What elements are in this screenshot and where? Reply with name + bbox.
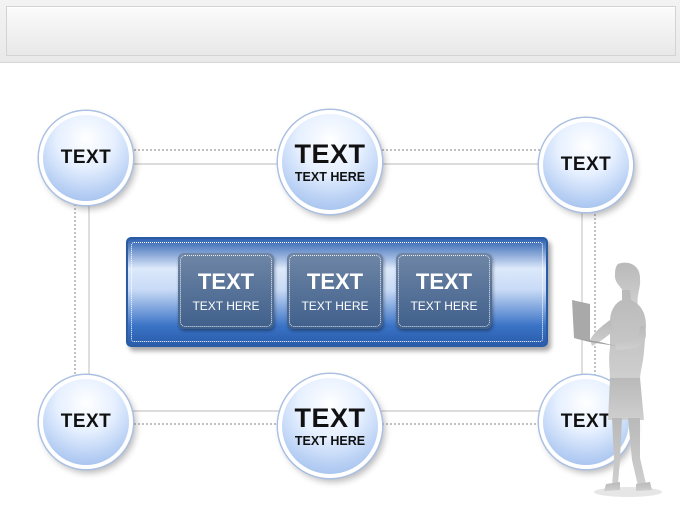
box-subtitle: TEXT HERE xyxy=(192,299,260,313)
box-dotted-border xyxy=(289,255,381,327)
panel-box-3: TEXT TEXT HERE xyxy=(396,253,492,329)
box-title: TEXT xyxy=(415,269,473,294)
box-title: TEXT xyxy=(197,269,255,294)
circle-title: TEXT xyxy=(294,139,366,169)
box-dotted-border xyxy=(180,255,272,327)
circle-title: TEXT xyxy=(560,154,612,175)
header-bar xyxy=(0,0,680,63)
box-subtitle: TEXT HERE xyxy=(301,299,369,313)
circle-top-right: TEXT xyxy=(539,118,633,212)
circle-title: TEXT xyxy=(60,411,112,432)
circle-top-center: TEXT TEXT HERE xyxy=(278,110,382,214)
circle-subtitle: TEXT HERE xyxy=(294,170,366,184)
circle-title: TEXT xyxy=(60,147,112,168)
panel-box-1: TEXT TEXT HERE xyxy=(178,253,274,329)
circle-title: TEXT xyxy=(294,403,366,433)
box-dotted-border xyxy=(398,255,490,327)
circle-title: TEXT xyxy=(560,411,612,432)
title-placeholder xyxy=(6,6,676,56)
woman-silhouette-icon xyxy=(572,262,662,497)
circle-bottom-left: TEXT xyxy=(39,375,133,469)
box-subtitle: TEXT HERE xyxy=(410,299,478,313)
panel-box-2: TEXT TEXT HERE xyxy=(287,253,383,329)
circle-top-left: TEXT xyxy=(39,111,133,205)
panel-dotted-border xyxy=(131,242,543,342)
center-panel: TEXT TEXT HERE TEXT TEXT HERE TEXT TEXT … xyxy=(126,237,548,347)
circle-bottom-center: TEXT TEXT HERE xyxy=(278,374,382,478)
circle-subtitle: TEXT HERE xyxy=(294,434,366,448)
box-title: TEXT xyxy=(306,269,364,294)
